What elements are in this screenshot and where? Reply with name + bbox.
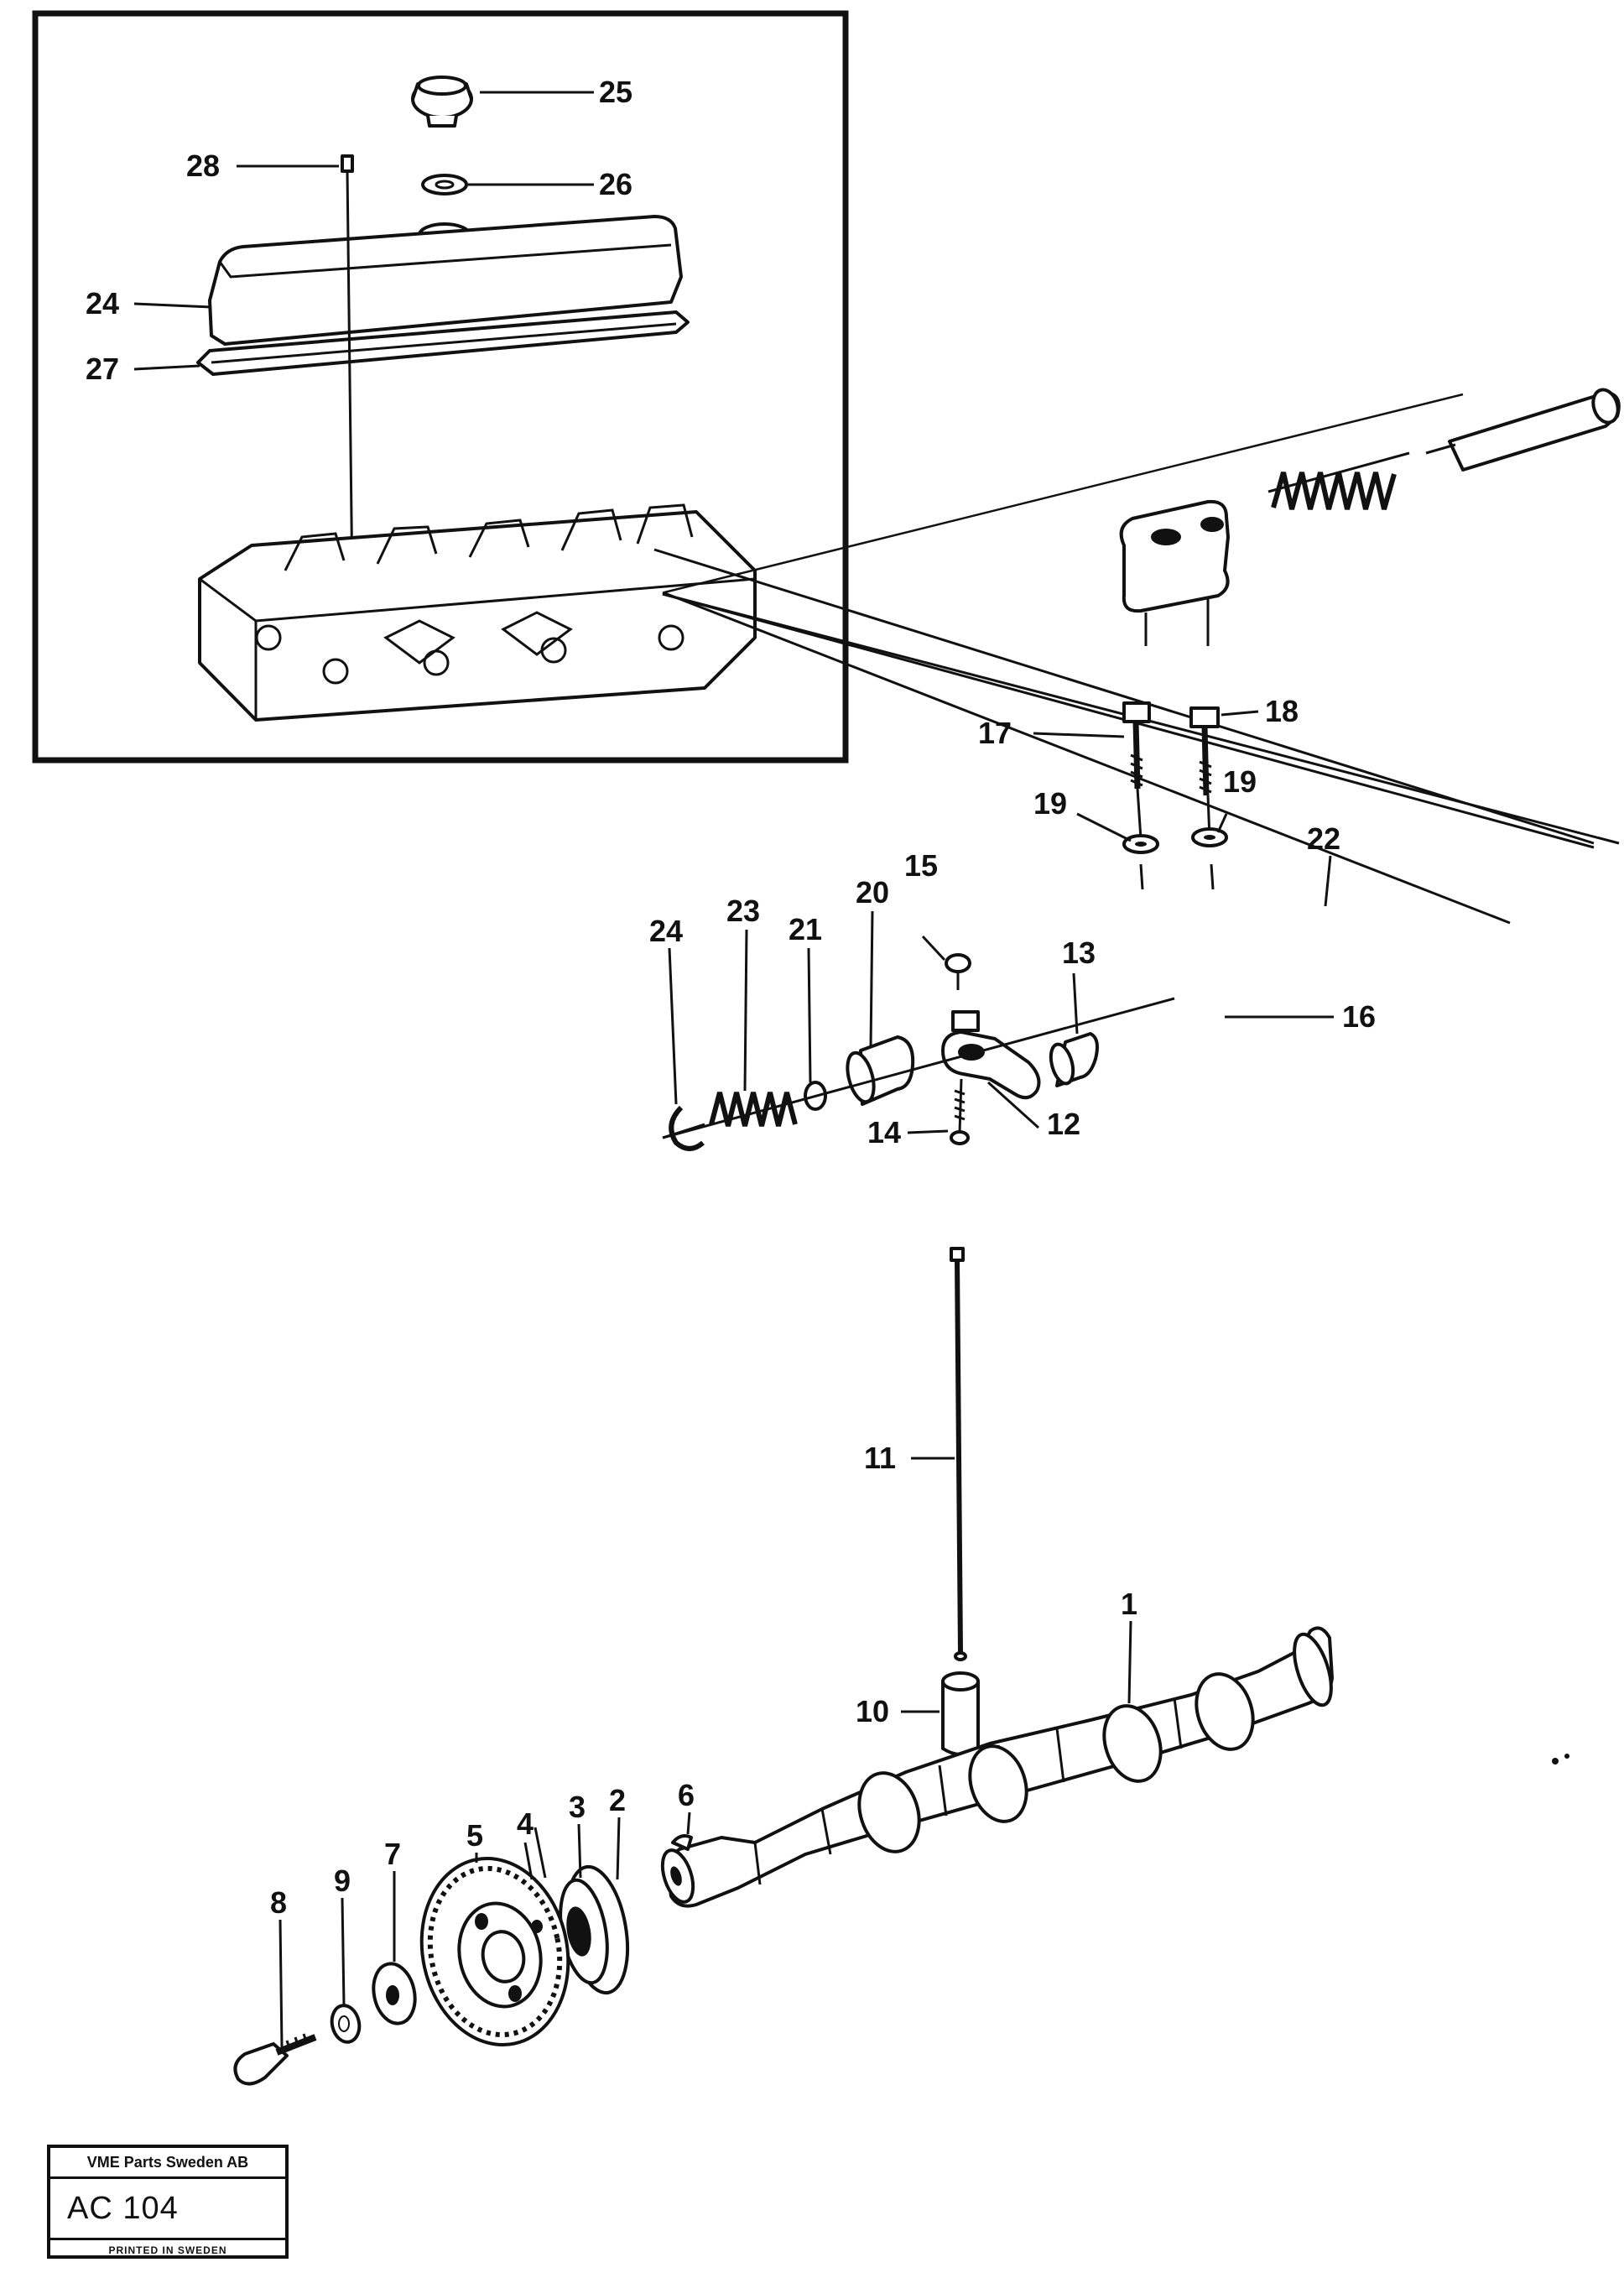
callout-24: 24 — [649, 914, 683, 948]
bracket-bolt-17 — [1122, 701, 1151, 890]
callout-14: 14 — [867, 1115, 901, 1149]
callout-28: 27 — [86, 352, 119, 386]
callout-16: 16 — [1342, 999, 1376, 1034]
callout-12: 12 — [1047, 1107, 1080, 1141]
adjuster-nut — [945, 953, 971, 973]
cap-seal-ring — [421, 174, 468, 195]
title-block-printed: PRINTED IN SWEDEN — [108, 2244, 227, 2256]
callout-15: 15 — [904, 848, 938, 883]
rocker-arm — [941, 1010, 1041, 1145]
callout-21: 21 — [789, 912, 822, 946]
callout-4: 4 — [517, 1806, 534, 1841]
callout-19b: 19 — [1223, 764, 1257, 799]
callout-10: 10 — [856, 1694, 889, 1728]
rocker-spring-left — [709, 1092, 798, 1127]
pushrod — [950, 1247, 967, 1661]
callout-3: 3 — [569, 1790, 586, 1824]
gear-bolt — [233, 2033, 317, 2086]
callout-7: 7 — [384, 1837, 401, 1871]
callout-27: 26 — [599, 167, 632, 201]
title-block: VME Parts Sweden AB AC 104 PRINTED IN SW… — [47, 2145, 289, 2259]
oil-filler-cap — [411, 76, 473, 128]
woodruff-key — [671, 1834, 693, 1851]
cover-screw — [341, 154, 354, 588]
callout-8: 8 — [270, 1885, 287, 1920]
lock-washer — [330, 2004, 362, 2044]
callout-1: 1 — [1121, 1587, 1137, 1621]
callout-23: 23 — [726, 894, 760, 928]
callout-22: 22 — [1307, 821, 1340, 856]
callout-18: 18 — [1265, 694, 1299, 728]
callout-20: 20 — [856, 875, 889, 910]
callout-labels: 25 26 28 24 27 17 18 19 19 22 16 13 15 2… — [86, 75, 1376, 1920]
callout-19a: 19 — [1033, 786, 1067, 821]
rocker-spring-right — [1267, 451, 1410, 510]
thrust-flange — [559, 1864, 629, 1995]
callout-25: 24 — [86, 286, 119, 321]
callout-26: 25 — [599, 75, 632, 109]
callout-13: 13 — [1062, 936, 1096, 970]
cylinder-head — [198, 503, 757, 722]
rocker-bushing — [1049, 1032, 1099, 1087]
valve-cover — [208, 215, 683, 346]
gear-washer — [372, 1962, 417, 2025]
callout-9: 9 — [334, 1864, 351, 1898]
tappet — [941, 1671, 980, 1756]
spacer-tube — [846, 1035, 915, 1106]
rocker-bracket — [1119, 499, 1230, 646]
callout-2: 2 — [609, 1783, 626, 1817]
bracket-bolt-18 — [1189, 706, 1220, 890]
rocker-shaft — [1425, 388, 1621, 472]
title-block-company: VME Parts Sweden AB — [50, 2148, 285, 2179]
valve-cover-inset — [32, 10, 849, 764]
timing-gear — [419, 1856, 570, 2047]
callout-5: 5 — [466, 1818, 483, 1853]
callout-6: 6 — [678, 1778, 695, 1812]
shaft-axis-line — [664, 393, 1464, 594]
callout-11: 11 — [864, 1441, 896, 1475]
callout-17: 17 — [978, 716, 1012, 750]
callout-29: 28 — [186, 149, 220, 183]
camshaft — [660, 1626, 1334, 1908]
title-block-code: AC 104 — [50, 2179, 285, 2240]
